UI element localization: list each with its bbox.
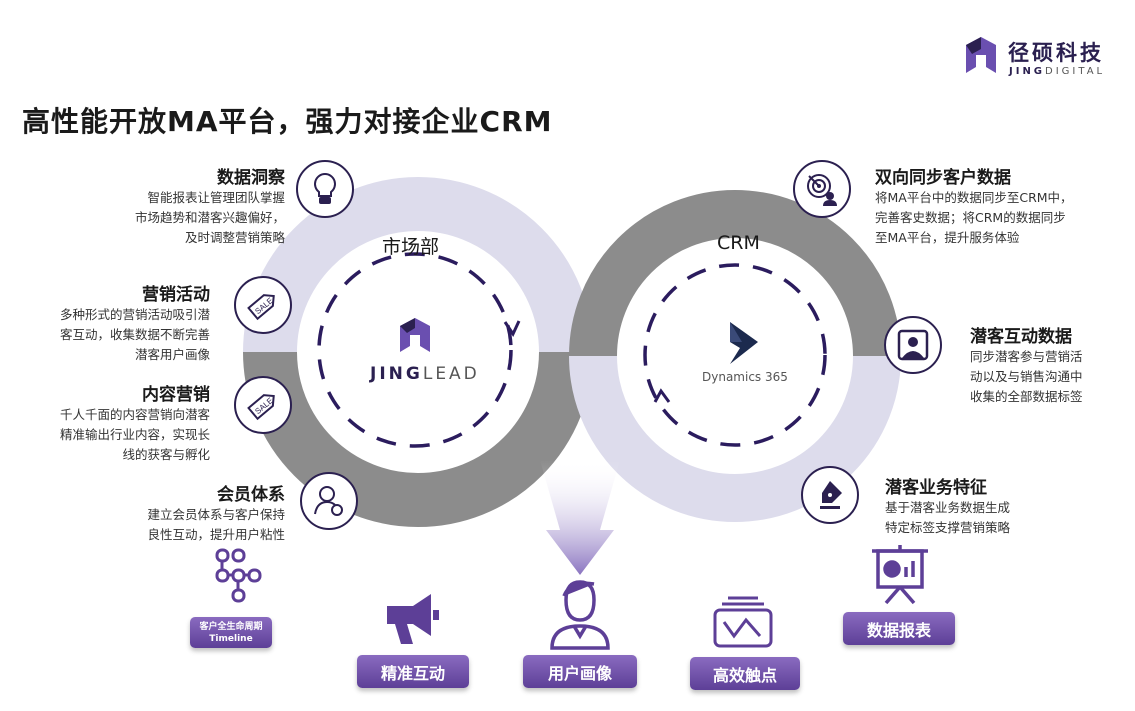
feature-desc: 智能报表让管理团队掌握 bbox=[147, 190, 285, 205]
feature-desc: 基于潜客业务数据生成 bbox=[885, 500, 1011, 515]
right-ring bbox=[569, 190, 901, 522]
pen-icon bbox=[801, 466, 859, 524]
left-ring bbox=[243, 177, 593, 527]
feature-desc: 潜客用户画像 bbox=[134, 347, 210, 362]
jingdigital-logo-icon bbox=[962, 37, 1000, 77]
line-chart-icon bbox=[712, 596, 774, 652]
timeline-flow-icon bbox=[215, 548, 275, 614]
page-title: 高性能开放MA平台，强力对接企业CRM bbox=[22, 105, 553, 138]
feature-desc: 至MA平台，提升服务体验 bbox=[875, 230, 1020, 245]
cycle-arrowhead bbox=[503, 320, 521, 338]
feature-lead-business-traits: 潜客业务特征 基于潜客业务数据生成 特定标签支撑营销策略 bbox=[885, 473, 1010, 538]
feature-desc: 线的获客与孵化 bbox=[122, 447, 210, 462]
down-arrow bbox=[540, 460, 620, 575]
right-ring-label: CRM bbox=[717, 232, 760, 254]
user-persona-icon bbox=[548, 578, 612, 654]
timeline-label-cn: 客户全生命周期 bbox=[199, 621, 263, 632]
presentation-board-icon bbox=[870, 545, 930, 609]
megaphone-icon bbox=[383, 592, 443, 652]
feature-desc: 建立会员体系与客户保持 bbox=[147, 507, 285, 522]
data-report-button[interactable]: 数据报表 bbox=[843, 612, 955, 645]
feature-desc: 及时调整营销策略 bbox=[184, 230, 285, 245]
feature-title: 潜客互动数据 bbox=[970, 327, 1072, 347]
feature-bidirectional-sync: 双向同步客户数据 将MA平台中的数据同步至CRM中， 完善客史数据；将CRM的数… bbox=[875, 163, 1073, 248]
precise-interaction-button[interactable]: 精准互动 bbox=[357, 655, 469, 688]
logo-en: JINGDIGITAL bbox=[1009, 66, 1106, 77]
feature-desc: 良性互动，提升用户粘性 bbox=[147, 527, 285, 542]
feature-desc: 将MA平台中的数据同步至CRM中， bbox=[875, 190, 1073, 205]
feature-desc: 多种形式的营销活动吸引潜 bbox=[59, 307, 210, 322]
dynamics-logo-icon bbox=[728, 322, 760, 370]
feature-desc: 同步潜客参与营销活 bbox=[970, 349, 1083, 364]
user-persona-button[interactable]: 用户画像 bbox=[523, 655, 637, 688]
feature-desc: 千人千面的内容营销向潜客 bbox=[59, 407, 210, 422]
feature-desc: 客互动，收集数据不断完善 bbox=[59, 327, 210, 342]
left-ring-label: 市场部 bbox=[382, 236, 440, 258]
feature-desc: 精准输出行业内容，实现长 bbox=[59, 427, 210, 442]
left-dashed-cycle bbox=[317, 252, 513, 448]
feature-desc: 市场趋势和潜客兴趣偏好， bbox=[134, 210, 285, 225]
feature-title: 内容营销 bbox=[142, 385, 210, 405]
feature-title: 潜客业务特征 bbox=[885, 478, 987, 498]
jinglead-logo-text: JINGLEAD bbox=[370, 364, 480, 384]
feature-content-marketing: 内容营销 千人千面的内容营销向潜客 精准输出行业内容，实现长 线的获客与孵化 bbox=[60, 380, 210, 465]
feature-title: 营销活动 bbox=[142, 285, 210, 305]
sale-tag-icon: SALE bbox=[234, 276, 292, 334]
feature-title: 双向同步客户数据 bbox=[875, 168, 1011, 188]
touchpoint-button[interactable]: 高效触点 bbox=[690, 657, 800, 690]
cycle-arrowhead bbox=[653, 388, 671, 403]
profile-icon bbox=[884, 316, 942, 374]
feature-desc: 完善客史数据；将CRM的数据同步 bbox=[875, 210, 1066, 225]
sale-tag-icon: SALE bbox=[234, 376, 292, 434]
target-icon bbox=[793, 160, 851, 218]
feature-desc: 动以及与销售沟通中 bbox=[970, 369, 1083, 384]
member-icon bbox=[300, 472, 358, 530]
feature-desc: 特定标签支撑营销策略 bbox=[885, 520, 1011, 535]
logo-cn: 径硕科技 bbox=[1008, 41, 1104, 65]
lightbulb-icon bbox=[296, 160, 354, 218]
feature-marketing-campaign: 营销活动 多种形式的营销活动吸引潜 客互动，收集数据不断完善 潜客用户画像 bbox=[60, 280, 210, 365]
feature-title: 数据洞察 bbox=[217, 168, 285, 188]
jinglead-logo-icon bbox=[398, 318, 432, 358]
timeline-label-en: Timeline bbox=[209, 633, 253, 644]
feature-title: 会员体系 bbox=[217, 485, 285, 505]
feature-desc: 收集的全部数据标签 bbox=[970, 389, 1083, 404]
feature-membership: 会员体系 建立会员体系与客户保持 良性互动，提升用户粘性 bbox=[147, 480, 285, 545]
feature-data-insight: 数据洞察 智能报表让管理团队掌握 市场趋势和潜客兴趣偏好， 及时调整营销策略 bbox=[135, 163, 285, 248]
feature-lead-interaction-data: 潜客互动数据 同步潜客参与营销活 动以及与销售沟通中 收集的全部数据标签 bbox=[970, 322, 1083, 407]
dynamics-logo-text: Dynamics 365 bbox=[702, 370, 788, 384]
right-dashed-cycle bbox=[643, 263, 827, 447]
